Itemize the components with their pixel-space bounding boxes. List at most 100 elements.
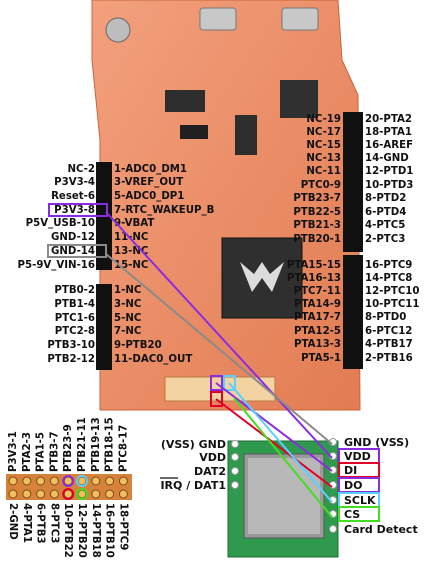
- pin-label: CS: [344, 508, 360, 521]
- pin-label: PTA14-9: [294, 299, 341, 310]
- pin-highlight-cyan: [76, 475, 88, 487]
- pin-label: NC-13: [306, 153, 341, 164]
- sd-breakout-board: [227, 438, 339, 558]
- pin-label: DI: [344, 464, 357, 477]
- pin-label: (VSS) GND: [161, 438, 226, 451]
- pin-label: 8-PTD2: [365, 193, 406, 204]
- header-pin: [105, 476, 115, 486]
- pin-label: 6-PTC12: [365, 326, 412, 337]
- pin-label: PTC0-9: [301, 180, 341, 191]
- pin-label: PTB2-12: [47, 354, 95, 365]
- pin-label: P5V_USB-10: [26, 218, 95, 229]
- header-pin: [91, 476, 101, 486]
- reset-button: [105, 17, 131, 43]
- pin-label: 10-PTC11: [365, 299, 419, 310]
- pin-label: 5-ADC0_DP1: [114, 191, 184, 202]
- pin-highlight-red: [62, 488, 75, 500]
- pin-label: NC-17: [306, 127, 341, 138]
- pin-label: PTB1-4: [54, 299, 95, 310]
- breakout-pin: [231, 453, 239, 461]
- pin-label: PTC1-6: [55, 313, 95, 324]
- pin-label: 16-PTC9: [365, 260, 412, 271]
- wire-gray-gnd: [105, 253, 333, 445]
- nxp-logo: [240, 262, 284, 292]
- pin-label: 4-PTC5: [365, 220, 405, 231]
- pin-label: PTA5-1: [301, 353, 341, 364]
- pin-label: 20-PTA2: [365, 114, 412, 125]
- pin-label: PTB23-7: [293, 193, 341, 204]
- header-pin: [36, 476, 46, 486]
- label-highlight-box: [338, 506, 380, 522]
- pin-label: PTA12-5: [294, 326, 341, 337]
- pin-label: 18-PTC9: [117, 503, 128, 550]
- header-pin: [91, 489, 101, 499]
- header-pin: [63, 476, 73, 486]
- pin-label-highlight-gray: GND-14: [51, 246, 95, 257]
- header-pin: [118, 489, 128, 499]
- header-pin: [22, 489, 32, 499]
- pin-label: IRQ / DAT1: [160, 479, 226, 492]
- pin-label: PTB21-3: [293, 220, 341, 231]
- pin-label: PTA1-5: [36, 432, 47, 472]
- pin-label: 18-PTA1: [365, 127, 412, 138]
- pin-label-highlight-purple: P3V3-8: [54, 205, 95, 216]
- pin-label: Card Detect: [344, 523, 418, 536]
- pin-label: 11-DAC0_OUT: [114, 354, 192, 365]
- pin-label: VDD: [199, 451, 226, 464]
- highlight-box-p3v3: [48, 203, 108, 217]
- pin-label: P3V3-4: [54, 177, 95, 188]
- pin-label: 2-GND: [7, 503, 18, 540]
- left-pin-header-lower: [96, 284, 112, 370]
- usb-port-left: [199, 7, 237, 31]
- pin-label: 6-PTD4: [365, 207, 406, 218]
- pin-label: PTB3-7: [49, 431, 60, 472]
- pin-label: Reset-6: [51, 191, 95, 202]
- header-pin: [63, 489, 73, 499]
- connection-wires: [105, 211, 333, 518]
- pin-label: 10-PTD3: [365, 180, 413, 191]
- pin-label: VDD: [344, 450, 371, 463]
- pin-label: 9-PTB20: [114, 340, 162, 351]
- pin-label: 7-RTC_WAKEUP_B: [114, 205, 215, 216]
- left-inner-labels: 1-ADC0_DM13-VREF_OUT5-ADC0_DP17-RTC_WAKE…: [114, 164, 215, 365]
- pin-label: NC-19: [306, 114, 341, 125]
- highlight-box-gnd: [47, 244, 107, 258]
- breakout-pin: [231, 467, 239, 475]
- pin-label: PTA2-3: [22, 432, 33, 472]
- pin-label: NC-11: [306, 166, 341, 177]
- pin-label: 15-NC: [114, 260, 148, 271]
- wire-purple-di: [215, 382, 333, 472]
- pin-label: 13-NC: [114, 246, 148, 257]
- wire-red-do: [215, 398, 333, 488]
- wire-purple-vdd: [105, 211, 333, 459]
- pin-label: PTA15-15: [287, 260, 341, 271]
- pin-label: 14-GND: [365, 153, 409, 164]
- pin-label: 14-PTC8: [365, 273, 412, 284]
- pin-label: PTA16-13: [287, 273, 341, 284]
- breakout-pin: [329, 525, 337, 533]
- pin-label: 7-NC: [114, 326, 141, 337]
- header-pin: [49, 489, 59, 499]
- right-inner-labels: NC-19NC-17NC-15NC-13NC-11PTC0-9PTB23-7PT…: [287, 114, 341, 364]
- pin-label: 12-PTB20: [76, 503, 87, 558]
- pin-label: PTA13-3: [294, 339, 341, 350]
- pin-label: PTB22-5: [293, 207, 341, 218]
- header-pin: [36, 489, 46, 499]
- small-chip: [165, 90, 205, 112]
- sensor-chip: [280, 80, 318, 118]
- right-pin-header: [343, 112, 363, 252]
- header-pin: [8, 476, 18, 486]
- pin-label: 16-AREF: [365, 140, 413, 151]
- pin-label: 1-NC: [114, 285, 141, 296]
- pin-label: 9-VBAT: [114, 218, 154, 229]
- pin-label: 1-ADC0_DM1: [114, 164, 187, 175]
- highlight-box-cyan: [223, 375, 236, 391]
- pin-label: 4-PTB17: [365, 339, 413, 350]
- pin-label: SCLK: [344, 494, 376, 507]
- pin-label: 11-NC: [114, 232, 148, 243]
- small-chip: [235, 115, 257, 155]
- pin-label: DAT2: [194, 465, 226, 478]
- pin-label: PTB19-13: [91, 417, 102, 472]
